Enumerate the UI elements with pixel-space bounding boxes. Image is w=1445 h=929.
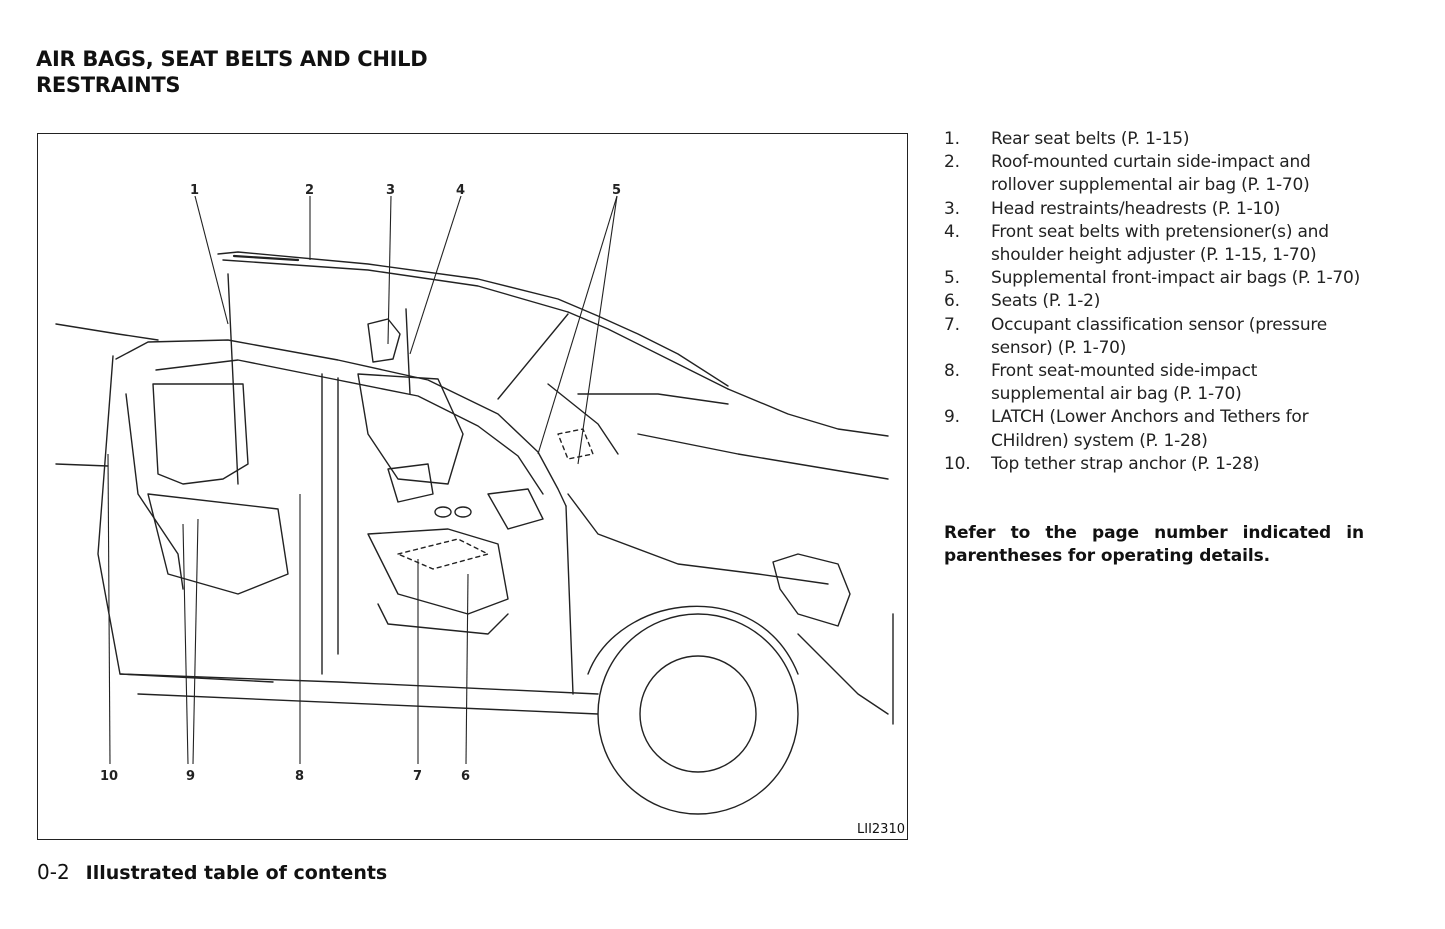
rocker-panel (119, 673, 599, 695)
legend-item: 3. Head restraints/headrests (P. 1-10) (944, 198, 1369, 221)
callout-line-4 (409, 195, 462, 355)
legend-item: 10. Top tether strap anchor (P. 1-28) (944, 453, 1369, 476)
front-door-line (565, 505, 574, 695)
vehicle-illustration: 1 2 3 4 5 6 7 8 9 10 LII2310 (37, 133, 908, 840)
legend-number: 8. (944, 361, 960, 382)
rocker-lower (137, 693, 599, 715)
rear-belt-left (125, 393, 184, 590)
page-number: 0-2 (37, 860, 70, 884)
rear-seat-cushion (147, 493, 289, 595)
legend-number: 7. (944, 314, 960, 335)
callout-line-10 (107, 453, 111, 765)
figure-code: LII2310 (857, 822, 905, 837)
rear-seat-back (152, 383, 249, 485)
legend-number: 1. (944, 129, 960, 149)
callout-label-8: 8 (295, 769, 304, 784)
legend-text: Roof-mounted curtain side-impact and rol… (991, 152, 1311, 196)
legend-text: Front seat belts with pretensioner(s) an… (991, 221, 1329, 266)
center-console (387, 463, 434, 503)
callout-label-6: 6 (461, 769, 470, 784)
legend-item: 9. LATCH (Lower Anchors and Tethers for C… (944, 406, 1369, 452)
front-seatbelt (405, 308, 411, 395)
legend-item: 5. Supplemental front-impact air bags (P.… (944, 267, 1369, 290)
cupholder-1 (434, 506, 452, 518)
page-heading: AIR BAGS, SEAT BELTS AND CHILD RESTRAINT… (36, 46, 428, 98)
vehicle-line-drawing (55, 251, 894, 815)
cupholder-2 (454, 506, 472, 518)
callout-layer (107, 195, 618, 765)
callout-line-1 (194, 195, 229, 325)
legend-item: 8. Front seat-mounted side-impact supplem… (944, 360, 1369, 406)
curtain-airbag-rail (232, 254, 300, 262)
fender (567, 493, 829, 585)
callout-legend: 1. Rear seat belts (P. 1-15) 2. Roof-mount… (944, 128, 1369, 476)
legend-item: 7. Occupant classification sensor (pressu… (944, 314, 1369, 360)
legend-item: 1. Rear seat belts (P. 1-15) (944, 128, 1369, 151)
legend-item: 6. Seats (P. 1-2) (944, 290, 1369, 313)
legend-text: Supplemental front-impact air bags (P. 1… (991, 268, 1361, 289)
windshield (567, 311, 729, 390)
headlight (772, 553, 851, 627)
callout-label-7: 7 (413, 769, 422, 784)
front-headrest (367, 318, 401, 363)
hood-top (727, 388, 889, 437)
legend-number: 9. (944, 407, 960, 428)
wheel-arch (587, 605, 799, 675)
legend-number: 4. (944, 221, 960, 242)
callout-label-2: 2 (305, 183, 314, 198)
roof-outline (217, 251, 729, 387)
front-seat-cushion (367, 528, 509, 615)
section-title: Illustrated table of contents (85, 862, 388, 884)
legend-number: 5. (944, 268, 960, 289)
callout-labels: 1 2 3 4 5 6 7 8 9 10 (100, 183, 621, 784)
rear-seatbelt (227, 273, 239, 485)
legend-text: LATCH (Lower Anchors and Tethers for CHi… (991, 407, 1309, 451)
steering-column (547, 383, 619, 455)
legend-number: 10. (944, 453, 971, 474)
front-seat-back (357, 373, 464, 485)
front-bumper (797, 633, 889, 715)
callout-label-4: 4 (456, 183, 465, 198)
legend-item: 4. Front seat belts with pretensioner(s) … (944, 221, 1369, 267)
dash-airbag-dashed (557, 428, 594, 460)
operating-details-note: Refer to the page number indicated in pa… (944, 523, 1364, 566)
callout-label-3: 3 (386, 183, 395, 198)
callout-line-5a (577, 195, 618, 465)
roof-rail (222, 259, 569, 313)
shifter (487, 488, 544, 530)
page-footer: 0-2 Illustrated table of contents (37, 860, 387, 884)
occupant-sensor-dashed (397, 538, 489, 570)
legend-item: 2. Roof-mounted curtain side-impact and r… (944, 151, 1369, 197)
legend-text: Top tether strap anchor (P. 1-28) (991, 453, 1260, 474)
legend-number: 2. (944, 152, 960, 173)
bed-line (55, 463, 109, 467)
callout-line-9b (192, 518, 199, 765)
hood-line (637, 433, 889, 480)
legend-text: Rear seat belts (P. 1-15) (991, 129, 1190, 149)
callout-label-1: 1 (190, 183, 199, 198)
callout-line-5b (537, 195, 618, 455)
front-wheel-inner (639, 655, 757, 773)
page-heading-line1: AIR BAGS, SEAT BELTS AND CHILD (36, 47, 428, 71)
inner-door-frame (155, 359, 544, 495)
front-seat-rail (377, 603, 509, 635)
legend-text: Seats (P. 1-2) (991, 291, 1101, 312)
legend-number: 3. (944, 198, 960, 219)
callout-label-9: 9 (186, 769, 195, 784)
callout-line-6 (465, 573, 469, 765)
legend-text: Occupant classification sensor (pressure… (991, 314, 1328, 358)
rear-body-line (55, 323, 159, 341)
callout-label-10: 10 (100, 769, 118, 784)
callout-label-5: 5 (612, 183, 621, 198)
callout-line-3 (387, 195, 392, 345)
legend-text: Front seat-mounted side-impact supplemen… (991, 361, 1258, 405)
door-frame (115, 339, 567, 507)
page-heading-line2: RESTRAINTS (36, 73, 181, 97)
dashboard (577, 393, 729, 405)
a-pillar (497, 313, 569, 400)
callout-line-9a (182, 523, 189, 765)
legend-text: Head restraints/headrests (P. 1-10) (991, 198, 1281, 219)
legend-number: 6. (944, 291, 960, 312)
